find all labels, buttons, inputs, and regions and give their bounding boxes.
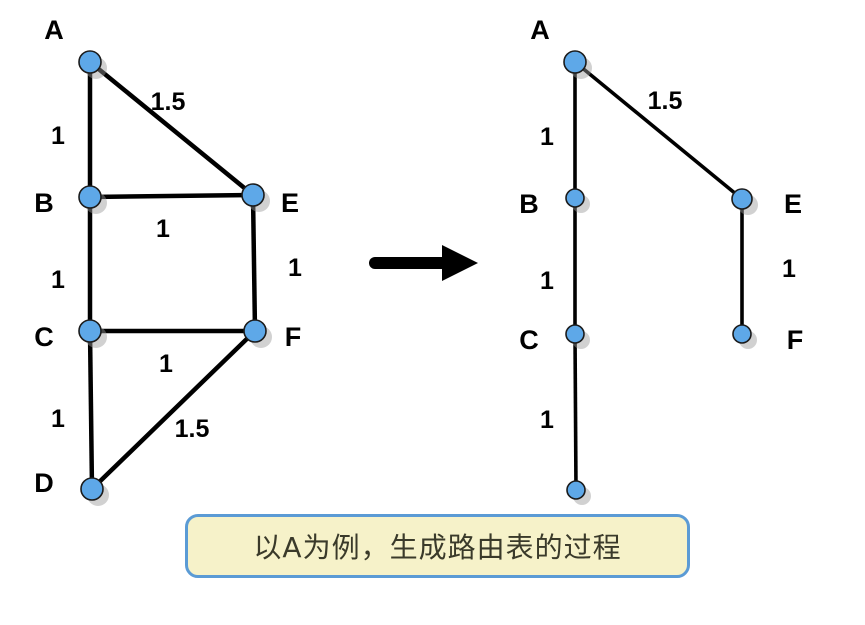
node-label-a: A [530,15,550,45]
node-c[interactable] [565,324,585,344]
edge-e-f [250,194,258,332]
right-arrow-icon [369,245,478,281]
node-label-f: F [787,325,804,355]
node-label-e: E [281,188,299,218]
edge-weight-b-c: 1 [540,267,554,295]
left-graph: A B C D E F 1 1.5 1 1 1 1 1 1.5 [34,15,302,506]
node-label-b: B [519,189,539,219]
edge-c-d [573,333,578,491]
edge-weight-e-f: 1 [782,255,796,283]
edge-weight-e-f: 1 [288,254,302,282]
node-a[interactable] [78,50,102,74]
edge-weight-c-f: 1 [159,350,173,378]
node-label-b: B [34,188,54,218]
edge-d-f [90,329,257,491]
edge-a-e [88,60,255,197]
edge-weight-b-e: 1 [156,215,170,243]
node-b[interactable] [78,185,102,209]
node-label-c: C [519,325,539,355]
edge-weight-d-f: 1.5 [175,415,210,443]
edge-weight-a-e: 1.5 [648,87,683,115]
edge-a-e [573,60,744,201]
node-label-a: A [44,15,64,45]
caption-label: 以A为例，生成路由表的过程 [253,531,622,564]
edge-weight-a-b: 1 [540,123,554,151]
node-e[interactable] [241,183,265,207]
caption-box: 以A为例，生成路由表的过程 [185,514,690,578]
edge-c-d [87,330,95,490]
edge-weight-c-d: 1 [51,405,65,433]
node-a[interactable] [563,50,587,74]
edge-weight-a-b: 1 [51,122,65,150]
node-f[interactable] [732,324,752,344]
node-d[interactable] [80,477,104,501]
node-e[interactable] [731,188,753,210]
node-c[interactable] [78,319,102,343]
arrow-head [442,245,478,281]
node-b[interactable] [565,188,585,208]
node-d[interactable] [566,480,586,500]
right-graph: A B C E F 1 1.5 1 1 1 [519,15,803,505]
node-label-f: F [285,322,302,352]
node-label-d: D [34,468,54,498]
node-f[interactable] [243,319,267,343]
edge-weight-a-e: 1.5 [151,88,186,116]
edge-weight-b-c: 1 [51,266,65,294]
node-label-e: E [784,189,802,219]
edge-b-e [89,192,254,200]
edge-weight-c-d: 1 [540,406,554,434]
node-label-c: C [34,322,54,352]
